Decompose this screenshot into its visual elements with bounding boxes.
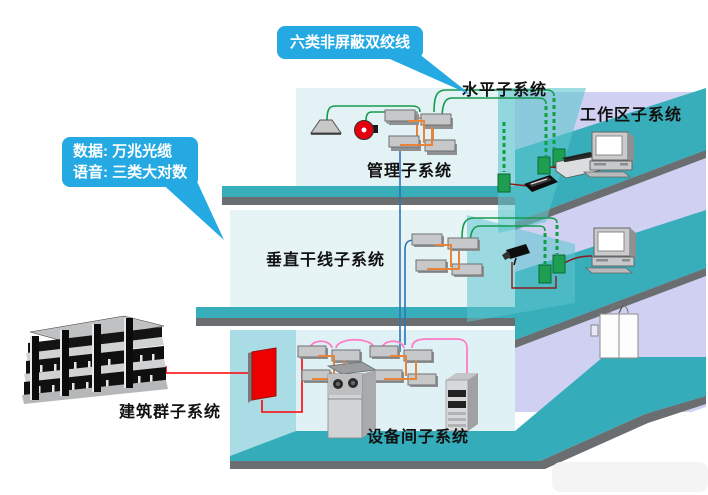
fire-alarm-icon (354, 120, 378, 140)
floor2-partition (467, 215, 575, 322)
label-horizontal-subsystem: 水平子系统 (462, 82, 548, 99)
ceiling-lamp-icon (310, 119, 342, 135)
callout-twisted-pair-text: 六类非屏蔽双绞线 (290, 34, 411, 51)
building-icon (22, 315, 168, 404)
desktop-pc-icon (583, 131, 635, 178)
label-vertical-backbone-subsystem: 垂直干线子系统 (266, 252, 386, 269)
label-management-subsystem: 管理子系统 (367, 163, 453, 180)
entrance-panel-icon (248, 347, 277, 403)
callout-voice-line: 语音: 三类大对数 (73, 164, 188, 181)
floor3-slab (222, 186, 515, 205)
watermark (552, 462, 708, 492)
label-campus-subsystem: 建筑群子系统 (119, 404, 222, 421)
label-equipment-room-subsystem: 设备间子系统 (367, 429, 470, 446)
patch-panel-group-floor2 (411, 233, 484, 277)
floor2-right-slab (515, 210, 706, 348)
callout-data-line: 数据: 万兆光缆 (73, 143, 173, 160)
label-work-area-subsystem: 工作区子系统 (580, 107, 683, 124)
patch-panel-group-floor3 (384, 109, 457, 155)
callout-twisted-pair: 六类非屏蔽双绞线 (277, 26, 424, 59)
elevator-icon (590, 303, 639, 359)
patch-panel-group-equip2 (369, 345, 438, 387)
modem-icon (524, 175, 558, 192)
floor2-slab (196, 307, 515, 326)
camera-icon (502, 244, 530, 266)
cable-green-dashed-drops (502, 98, 559, 264)
callout-cable-types: 数据: 万兆光缆 语音: 三类大对数 (62, 137, 199, 187)
equipment-cabinet-icon (326, 361, 378, 439)
desktop-pc-icon (585, 227, 637, 274)
server-tower-icon (445, 373, 478, 432)
